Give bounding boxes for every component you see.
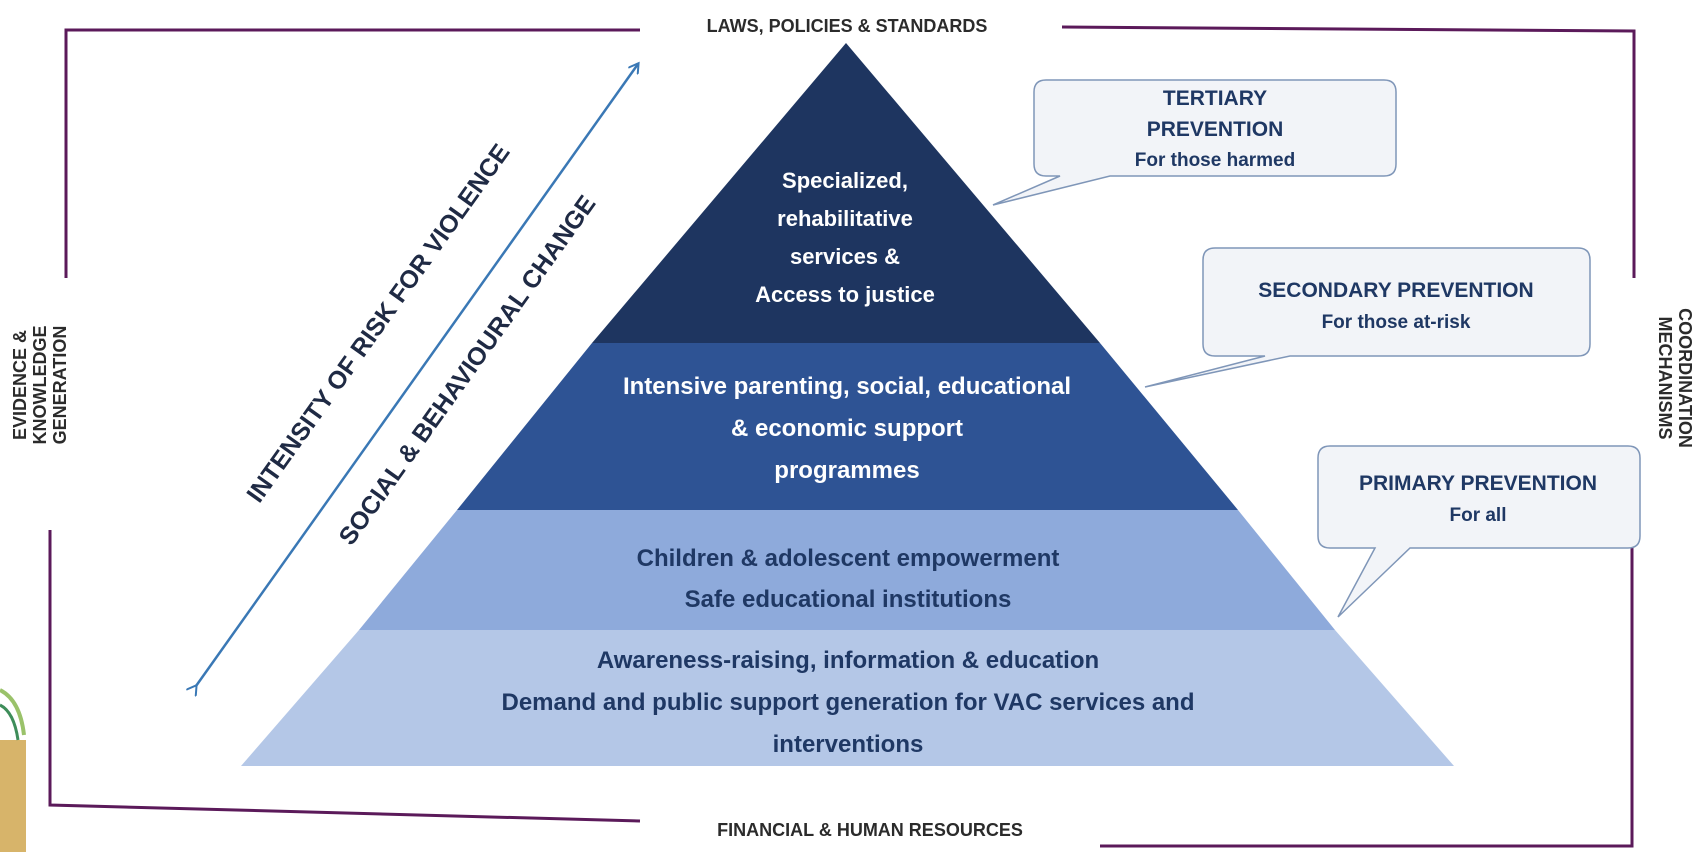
callout-tertiary: TERTIARY PREVENTION For those harmed [992, 79, 1397, 206]
callout-tertiary-line-1: TERTIARY [1163, 87, 1267, 110]
tier-secondary-text: Intensive parenting, social, educational… [623, 373, 1071, 484]
callout-primary-line-2: For all [1449, 505, 1506, 526]
frame-top-left [64, 28, 640, 278]
tier-secondary-line-2: & economic support [731, 415, 963, 442]
coordination-mechanisms-label: COORDINATION MECHANISMS [1655, 308, 1695, 448]
tier-tertiary-line-1: Specialized, [782, 168, 908, 193]
evidence-label-line-1: EVIDENCE & [10, 330, 30, 440]
system-frame [48, 25, 1636, 848]
tier-tertiary-line-3: services & [790, 244, 900, 269]
frame-bottom-left [48, 530, 641, 823]
tier-empowerment-line-1: Children & adolescent empowerment [637, 545, 1060, 572]
coordination-label-line-1: COORDINATION [1675, 308, 1695, 448]
intensity-of-risk-label: INTENSITY OF RISK FOR VIOLENCE [241, 139, 515, 508]
tier-awareness-line-3: interventions [773, 731, 924, 758]
tier-awareness-line-1: Awareness-raising, information & educati… [597, 647, 1099, 674]
frame-top-right [1061, 25, 1636, 278]
callout-primary-bubble [1317, 445, 1641, 618]
tier-empowerment-line-2: Safe educational institutions [685, 586, 1012, 613]
callout-secondary: SECONDARY PREVENTION For those at-risk [1144, 247, 1591, 388]
frame-bottom-right [1100, 520, 1634, 848]
tier-secondary-line-3: programmes [774, 457, 919, 484]
pyramid-tier-tertiary [592, 43, 1100, 343]
callout-tertiary-line-2: PREVENTION [1147, 118, 1284, 141]
risk-intensity-double-arrow [196, 64, 638, 686]
tier-empowerment-text: Children & adolescent empowerment Safe e… [637, 545, 1060, 613]
tier-tertiary-line-4: Access to justice [755, 282, 935, 307]
callout-secondary-line-1: SECONDARY PREVENTION [1258, 279, 1533, 302]
callout-secondary-bubble [1144, 247, 1591, 388]
evidence-label-line-2: KNOWLEDGE [30, 326, 50, 445]
pyramid-tier-secondary [457, 343, 1238, 510]
evidence-label-line-3: GENERATION [50, 326, 70, 445]
tier-awareness-text: Awareness-raising, information & educati… [501, 647, 1194, 758]
callout-primary-line-1: PRIMARY PREVENTION [1359, 472, 1597, 495]
laws-policies-label: LAWS, POLICIES & STANDARDS [707, 16, 988, 36]
coordination-label-line-2: MECHANISMS [1655, 316, 1675, 439]
callout-tertiary-bubble [992, 79, 1397, 206]
callout-primary: PRIMARY PREVENTION For all [1317, 445, 1641, 618]
callout-tertiary-line-3: For those harmed [1135, 150, 1295, 171]
pyramid-tier-primary-awareness [241, 630, 1454, 766]
tier-tertiary-text: Specialized, rehabilitative services & A… [755, 168, 935, 307]
pyramid-tier-primary-empowerment [359, 510, 1335, 630]
tier-secondary-line-1: Intensive parenting, social, educational [623, 373, 1071, 400]
evidence-knowledge-label: EVIDENCE & KNOWLEDGE GENERATION [10, 326, 70, 445]
background-photo-fragment [0, 688, 26, 852]
callout-secondary-line-2: For those at-risk [1322, 312, 1471, 333]
financial-resources-label: FINANCIAL & HUMAN RESOURCES [717, 820, 1023, 840]
tier-tertiary-line-2: rehabilitative [777, 206, 913, 231]
tier-awareness-line-2: Demand and public support generation for… [501, 689, 1194, 716]
